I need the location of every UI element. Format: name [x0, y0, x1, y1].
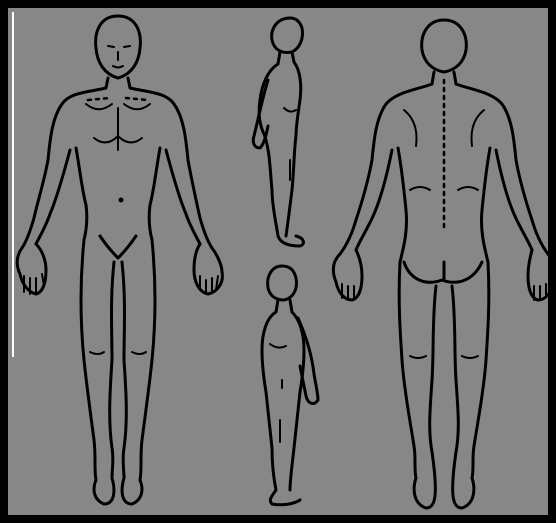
front-navel	[119, 198, 124, 203]
diagram-background	[8, 8, 548, 515]
